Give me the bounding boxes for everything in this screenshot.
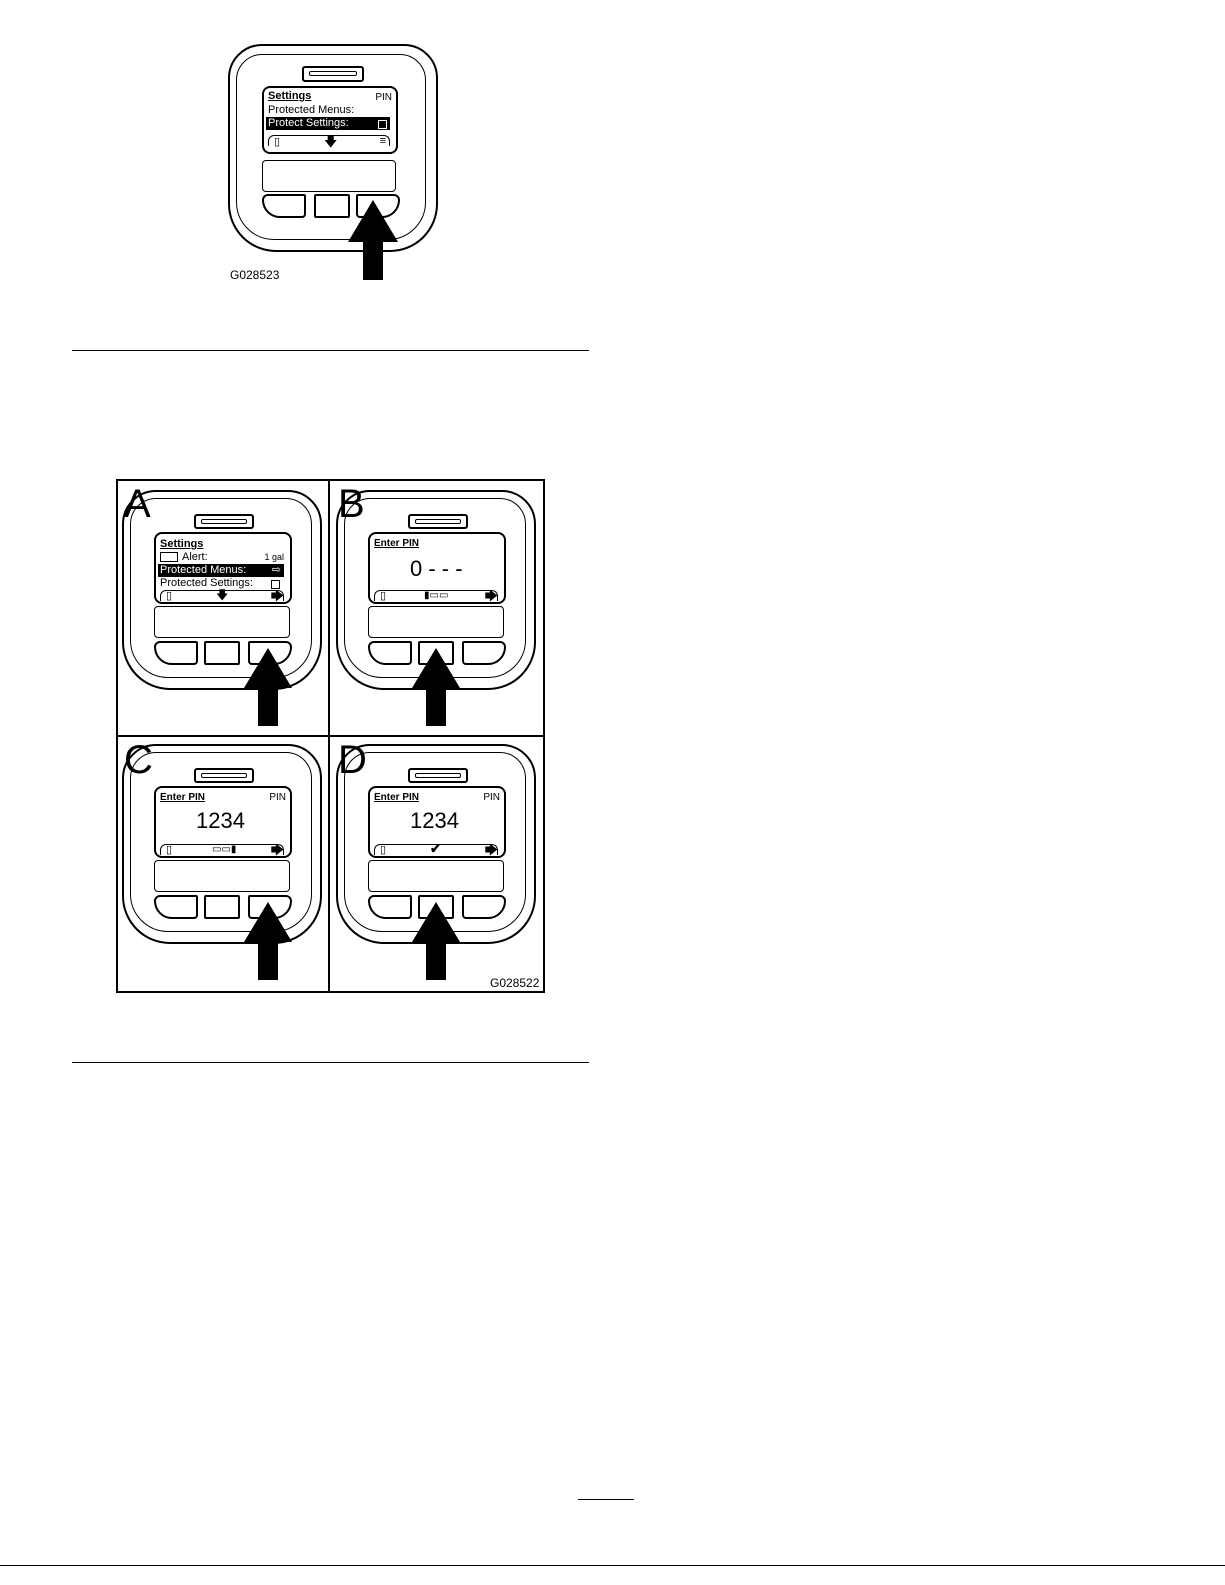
pin-label: PIN [375,92,392,103]
menu-icon: ≡ [380,136,386,147]
section-divider [72,1062,589,1063]
checkbox-icon [378,120,387,129]
exit-icon: ▯ [166,591,172,602]
press-arrow-icon [244,648,292,726]
lcd-screen: Enter PIN 0 - - - ▯ ▮▭▭ 🡆 [368,532,506,604]
indicator-led [302,66,364,82]
page-bottom-rule [0,1565,1225,1566]
panel-a-display: Settings Alert: 1 gal Protected Menus:⇨ … [122,490,322,690]
press-arrow-icon [412,648,460,726]
pin-value: 0 - - - [410,556,463,582]
lcd-screen: Enter PIN PIN 1234 ▯ ✔ 🡆 [368,786,506,858]
menu-row-selected: Protect Settings: [266,117,390,130]
press-arrow-icon [348,200,398,280]
indicator-led [408,768,468,783]
left-button[interactable] [368,895,412,919]
menu-row-selected: Protected Menus:⇨ [158,564,284,577]
center-button[interactable] [314,194,350,218]
left-button[interactable] [154,895,198,919]
screen-title: Enter PIN [374,538,419,549]
section-divider [72,350,589,351]
down-arrow-icon: 🡇 [324,136,337,147]
panel-letter: D [338,740,367,780]
digit-cursor-icon: ▮▭▭ [424,590,448,601]
lower-display-area [154,860,290,892]
right-arrow-icon: 🡆 [485,844,498,855]
right-arrow-icon: 🡆 [271,844,284,855]
figure-code: G028522 [490,976,539,990]
lower-display-area [368,606,504,638]
left-button[interactable] [154,641,198,665]
alert-row: Alert: 1 gal [160,551,284,564]
screen-title: Enter PIN [374,792,419,803]
page-number-rule [578,1499,634,1500]
figure-code: G028523 [230,268,279,282]
lcd-screen: Settings PIN Protected Menus: Protect Se… [262,86,398,154]
alert-icon [160,552,178,562]
left-button[interactable] [262,194,306,218]
indicator-led [408,514,468,529]
left-button[interactable] [368,641,412,665]
pin-value: 1234 [196,808,245,834]
pin-label: PIN [269,792,286,803]
lower-display-area [368,860,504,892]
lower-display-area [262,160,396,192]
right-arrow-icon: 🡆 [485,590,498,601]
exit-icon: ▯ [166,845,172,856]
menu-row: Protected Menus: [266,104,394,117]
screen-title: Enter PIN [160,792,205,803]
exit-icon: ▯ [274,137,280,148]
exit-icon: ▯ [380,591,386,602]
right-arrow-icon: 🡆 [271,590,284,601]
panel-letter: A [124,484,151,524]
panel-letter: B [338,484,365,524]
panel-letter: C [124,740,153,780]
pin-label: PIN [483,792,500,803]
checkmark-icon: ✔ [430,843,441,854]
indicator-led [194,514,254,529]
exit-icon: ▯ [380,845,386,856]
screen-title: Settings [160,538,203,550]
center-button[interactable] [204,895,240,919]
down-arrow-icon: 🡇 [216,590,228,601]
digit-cursor-icon: ▭▭▮ [212,844,236,855]
grid-divider-horizontal [116,735,543,737]
lower-display-area [154,606,290,638]
press-arrow-icon [412,902,460,980]
pin-value: 1234 [410,808,459,834]
press-arrow-icon [244,902,292,980]
indicator-led [194,768,254,783]
center-button[interactable] [204,641,240,665]
screen-title: Settings [268,90,311,102]
hollow-right-arrow-icon: ⇨ [272,564,281,577]
lcd-screen: Enter PIN PIN 1234 ▯ ▭▭▮ 🡆 [154,786,292,858]
lcd-screen: Settings Alert: 1 gal Protected Menus:⇨ … [154,532,292,604]
top-figure-display: Settings PIN Protected Menus: Protect Se… [228,44,438,254]
